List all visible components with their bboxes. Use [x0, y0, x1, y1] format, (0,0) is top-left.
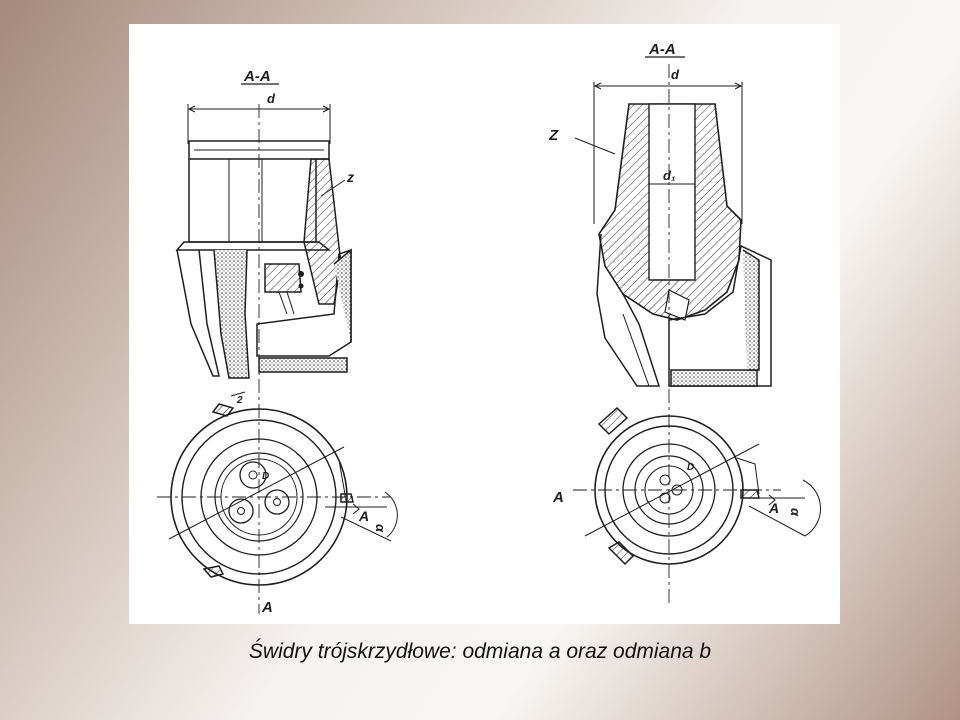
drill-b-cut-marker: A α — [743, 479, 822, 537]
drill-b-hole-1 — [659, 474, 671, 486]
drill-a-dim-label: d — [267, 91, 276, 106]
drill-b-dim-label: d — [671, 67, 680, 82]
drill-b-left-section-label: A — [552, 489, 564, 506]
drill-a-blade-insert — [258, 357, 348, 373]
drill-a-bottom-section-label: A — [261, 599, 273, 616]
drawing-sheet: A-A d — [129, 24, 840, 624]
drill-a-cut-marker: A α — [325, 491, 398, 542]
drill-b-plan-view: D — [573, 406, 781, 566]
drill-a-body — [175, 140, 342, 305]
figure-caption: Świdry trójskrzydłowe: odmiana a oraz od… — [248, 640, 712, 663]
drill-b-tab-top — [597, 406, 629, 436]
drill-b-drawing: A-A d d₁ — [548, 41, 822, 604]
drill-a-section-label: A-A — [243, 68, 271, 85]
drill-a-cut-label: A — [358, 508, 369, 524]
drill-a-hole-2 — [264, 489, 290, 515]
drill-b-part-z: Z — [548, 127, 616, 155]
drill-a-hatched-wall — [303, 158, 342, 305]
drill-b-cut-label: A — [768, 500, 779, 516]
drill-b-part-label: Z — [548, 127, 559, 144]
drill-b-tab-right — [740, 489, 760, 499]
svg-text:D: D — [262, 471, 269, 482]
drill-a-blade-number: 2 — [236, 395, 243, 406]
drill-a-part-z: z — [320, 169, 354, 197]
drill-b-hole-3 — [659, 492, 671, 504]
drill-b-section-label: A-A — [648, 41, 676, 58]
drill-a-plan-view: D 2 — [157, 391, 391, 586]
drill-a-tab-top — [211, 403, 235, 417]
drill-a-header: A-A d — [187, 68, 331, 144]
drill-b-left-marker: A — [552, 489, 564, 506]
drill-a-blades — [176, 248, 352, 379]
drill-b-tab-bottom — [607, 541, 635, 566]
drill-a-hole-1 — [239, 461, 267, 489]
svg-text:D: D — [687, 462, 694, 473]
drill-a-angle-label: α — [373, 524, 388, 533]
drill-b-body: d₁ — [598, 103, 742, 321]
drill-a-part-label: z — [346, 169, 354, 185]
drill-b-blades — [596, 233, 772, 387]
drill-b-angle-label: α — [788, 508, 803, 517]
drill-a-hole-3 — [228, 498, 254, 524]
drill-a-bottom-marker: A — [261, 599, 273, 616]
drill-a-tab-right — [340, 493, 354, 503]
drill-b-bore — [648, 103, 696, 281]
drill-b-blade-insert — [670, 369, 758, 387]
drill-a-tab-bottom — [202, 565, 225, 578]
drill-a-drawing: A-A d — [157, 68, 398, 616]
drill-b-header: A-A d — [593, 41, 743, 224]
